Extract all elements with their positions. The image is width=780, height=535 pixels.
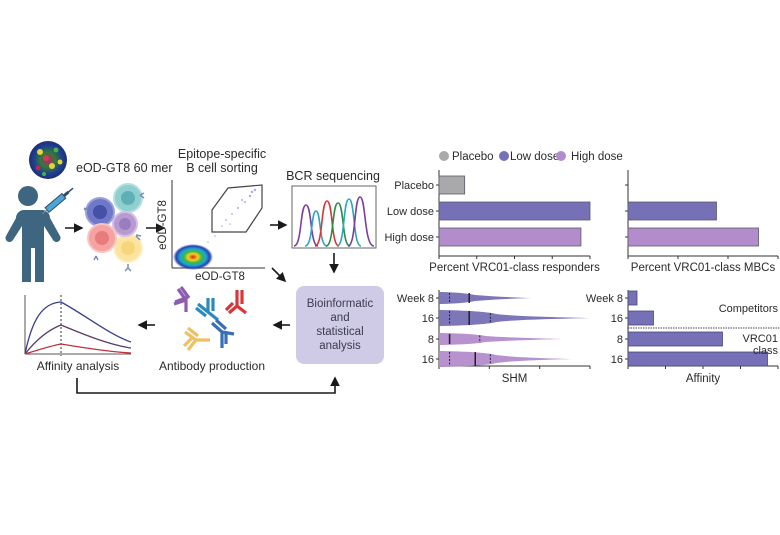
legend-placebo: Placebo (452, 151, 494, 163)
violin-2 (439, 333, 562, 345)
annotation-vrc01: VRC01 (743, 333, 778, 345)
category-label: Low dose (387, 206, 434, 218)
arrow-sorting-to-analysis (271, 267, 287, 283)
flow-x-axis-label: eOD-GT8 (195, 271, 245, 283)
legend: Placebo Low dose High dose (439, 151, 623, 163)
violin-3 (439, 351, 572, 367)
x-axis-label: SHM (502, 373, 528, 385)
sorting-title-line2: B cell sorting (186, 161, 258, 175)
person-icon (5, 186, 61, 282)
feedback-arrow (76, 376, 340, 394)
annotation-class: class (753, 345, 779, 357)
category-label: Week 8 (586, 293, 623, 305)
legend-swatch-high (556, 151, 566, 161)
affinity-label: Affinity analysis (37, 359, 119, 373)
category-label: Week 8 (397, 293, 434, 305)
bar-high-dose (627, 227, 759, 247)
flow-y-axis-label: eOD-GT8 (157, 200, 169, 250)
bar-affinity-3 (627, 351, 768, 367)
x-axis-label: Affinity (686, 373, 721, 385)
analysis-line-3: statistical (316, 326, 364, 338)
violin-1 (439, 310, 590, 326)
category-label: 8 (428, 334, 434, 346)
bar-low-dose (627, 201, 717, 221)
bar-affinity-2 (627, 331, 723, 347)
bar-affinity-1 (627, 310, 654, 326)
nanoparticle-icon (29, 141, 67, 179)
category-label: 16 (611, 313, 623, 325)
legend-low-dose: Low dose (510, 151, 559, 163)
bar-placebo (438, 175, 466, 195)
violin-0 (439, 292, 532, 304)
b-cells-icon (83, 183, 145, 272)
category-label: 16 (422, 313, 434, 325)
category-label: 16 (611, 354, 623, 366)
chart-vrc01-mbcs: Percent VRC01-class MBCs (625, 170, 779, 274)
chromatogram-icon (291, 185, 377, 249)
annotation-competitors: Competitors (719, 303, 779, 315)
immunogen-label: eOD-GT8 60 mer (76, 161, 173, 175)
category-label: High dose (384, 232, 434, 244)
flow-cytometry-plot: eOD-GT8 eOD-GT8 (157, 180, 265, 283)
legend-swatch-low (499, 151, 509, 161)
antibody-icon (173, 286, 247, 351)
x-axis-label: Percent VRC01-class responders (429, 262, 600, 274)
analysis-line-4: analysis (319, 340, 361, 352)
bar-affinity-0 (627, 290, 638, 306)
category-label: 8 (617, 334, 623, 346)
x-axis-label: Percent VRC01-class MBCs (631, 262, 776, 274)
sequencing-title: BCR sequencing (286, 169, 380, 183)
analysis-box: Bioinformatic and statistical analysis (296, 286, 384, 364)
legend-high-dose: High dose (571, 151, 623, 163)
syringe-icon (42, 187, 74, 215)
bar-low-dose (438, 201, 591, 221)
legend-swatch-placebo (439, 151, 449, 161)
category-label: Placebo (394, 180, 434, 192)
analysis-line-2: and (330, 312, 350, 324)
analysis-line-1: Bioinformatic (306, 298, 374, 310)
bar-high-dose (438, 227, 582, 247)
category-label: 16 (422, 354, 434, 366)
antibody-label: Antibody production (159, 359, 265, 373)
sorting-title-line1: Epitope-specific (178, 147, 266, 161)
sensorgram-plot (24, 295, 132, 356)
